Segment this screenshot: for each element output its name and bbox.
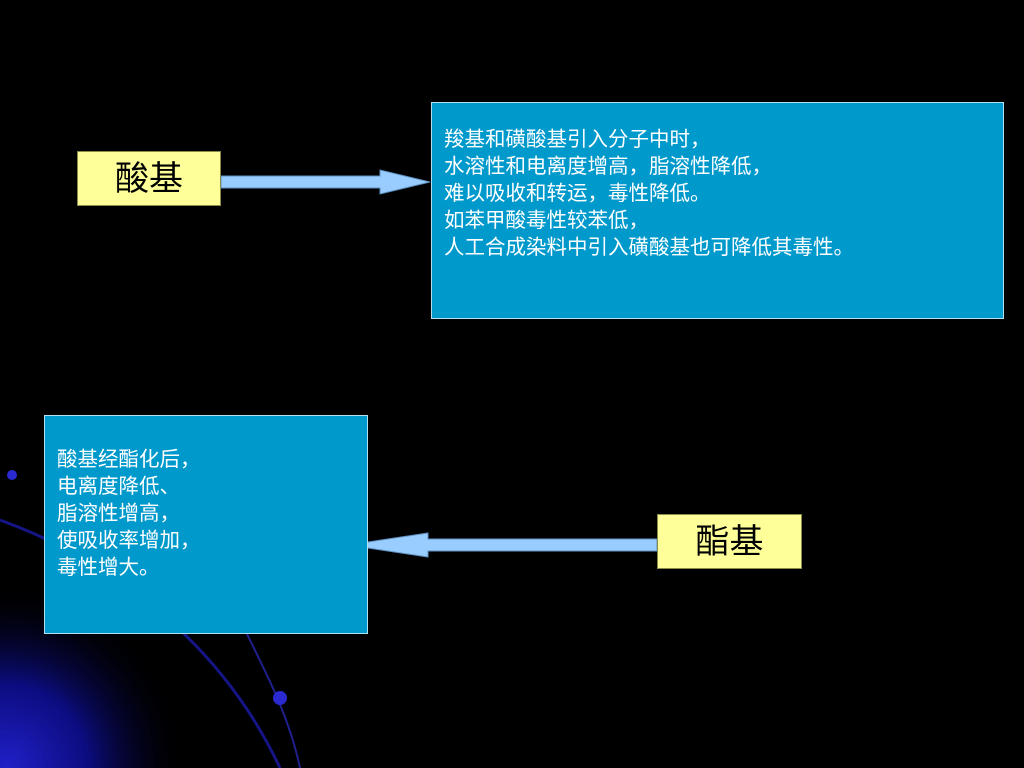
ester-desc-line: 毒性增大。 <box>57 555 160 579</box>
decor-dot <box>7 470 17 480</box>
ester-group-label: 酯基 <box>657 514 802 569</box>
acid-desc-line: 水溶性和电离度增高，脂溶性降低， <box>444 154 772 178</box>
ester-desc-line: 电离度降低、 <box>57 474 180 498</box>
acid-desc-line: 羧基和磺酸基引入分子中时， <box>444 127 711 151</box>
acid-group-label: 酸基 <box>77 151 221 206</box>
ester-group-description: 酸基经酯化后， 电离度降低、 脂溶性增高， 使吸收率增加， 毒性增大。 <box>44 415 368 634</box>
decor-dot <box>273 691 287 705</box>
acid-desc-line: 如苯甲酸毒性较苯低， <box>444 208 649 232</box>
ester-desc-line: 酸基经酯化后， <box>57 447 201 471</box>
ester-desc-line: 脂溶性增高， <box>57 501 180 525</box>
acid-desc-line: 难以吸收和转运，毒性降低。 <box>444 181 711 205</box>
acid-group-description: 羧基和磺酸基引入分子中时， 水溶性和电离度增高，脂溶性降低， 难以吸收和转运，毒… <box>431 102 1004 319</box>
acid-desc-line: 人工合成染料中引入磺酸基也可降低其毒性。 <box>444 235 854 259</box>
ester-desc-line: 使吸收率增加， <box>57 528 201 552</box>
